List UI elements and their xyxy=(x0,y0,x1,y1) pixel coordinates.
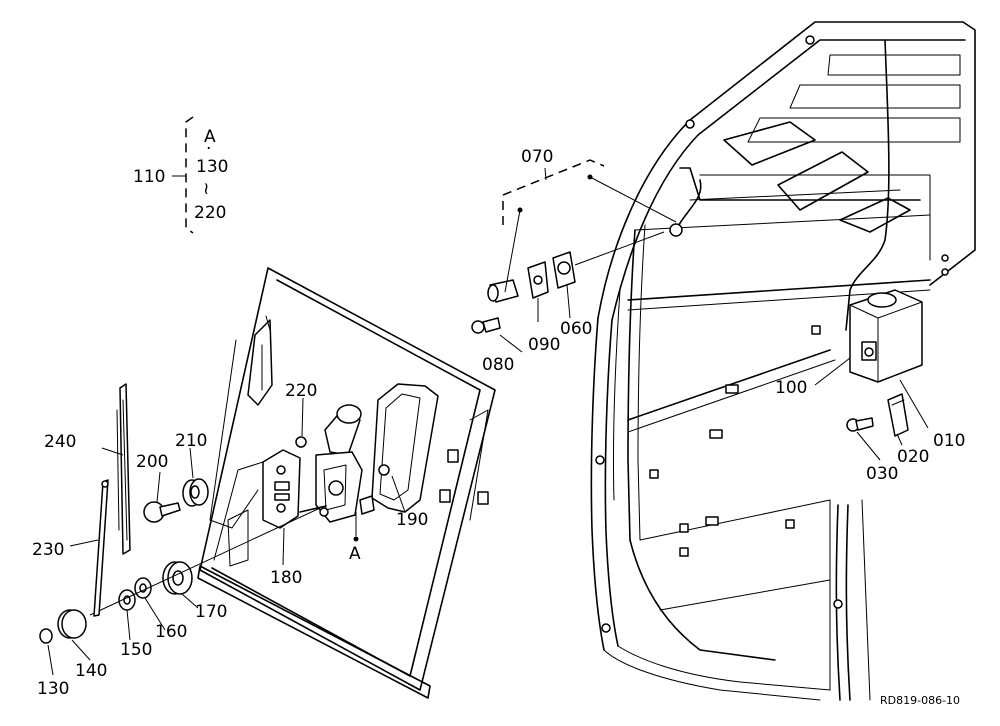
callout-130: 130 xyxy=(37,679,69,699)
callout-100: 100 xyxy=(775,378,807,398)
callout-070: 070 xyxy=(521,147,553,167)
motor-bracket xyxy=(213,449,301,561)
group-range-end: 220 xyxy=(194,203,226,223)
callout-060: 060 xyxy=(560,319,592,339)
cab-frame xyxy=(590,21,976,701)
callout-230: 230 xyxy=(32,540,64,560)
tank-bracket xyxy=(887,393,909,437)
wiper-blade xyxy=(116,383,131,555)
drawing-number: RD819-086-10 xyxy=(880,694,960,707)
group-bracket-110: 110 A · 130 ≀ 220 xyxy=(133,116,228,234)
wiper-arm xyxy=(93,479,109,617)
callout-090: 090 xyxy=(528,335,560,355)
group-dot: · xyxy=(206,139,211,159)
callout-010: 010 xyxy=(933,431,965,451)
callout-030: 030 xyxy=(866,464,898,484)
callout-200: 200 xyxy=(136,452,168,472)
group-ref-letter: A xyxy=(204,127,216,147)
leader-lines xyxy=(47,284,929,676)
callout-ref-a: A xyxy=(349,544,361,564)
nozzle-parts xyxy=(471,174,683,334)
tank-bolt xyxy=(846,417,874,432)
wiper-motor xyxy=(299,404,375,542)
callout-140: 140 xyxy=(75,661,107,681)
callout-170: 170 xyxy=(195,602,227,622)
group-range-sep: ≀ xyxy=(203,179,209,199)
callout-150: 150 xyxy=(120,640,152,660)
callout-240: 240 xyxy=(44,432,76,452)
wiper-motor-cover xyxy=(371,383,439,513)
callout-labels: 070 060 090 080 100 010 020 030 220 210 … xyxy=(32,147,965,699)
callout-080: 080 xyxy=(482,355,514,375)
door-frame xyxy=(197,267,496,699)
callout-180: 180 xyxy=(270,568,302,588)
callout-190: 190 xyxy=(396,510,428,530)
group-id-label: 110 xyxy=(133,167,165,187)
callout-220: 220 xyxy=(285,381,317,401)
callout-160: 160 xyxy=(155,622,187,642)
group-range-start: 130 xyxy=(196,157,228,177)
callout-210: 210 xyxy=(175,431,207,451)
wiper-pivot-parts xyxy=(39,436,321,644)
callout-020: 020 xyxy=(897,447,929,467)
washer-tank xyxy=(849,289,923,383)
group-bracket-070 xyxy=(502,159,605,225)
